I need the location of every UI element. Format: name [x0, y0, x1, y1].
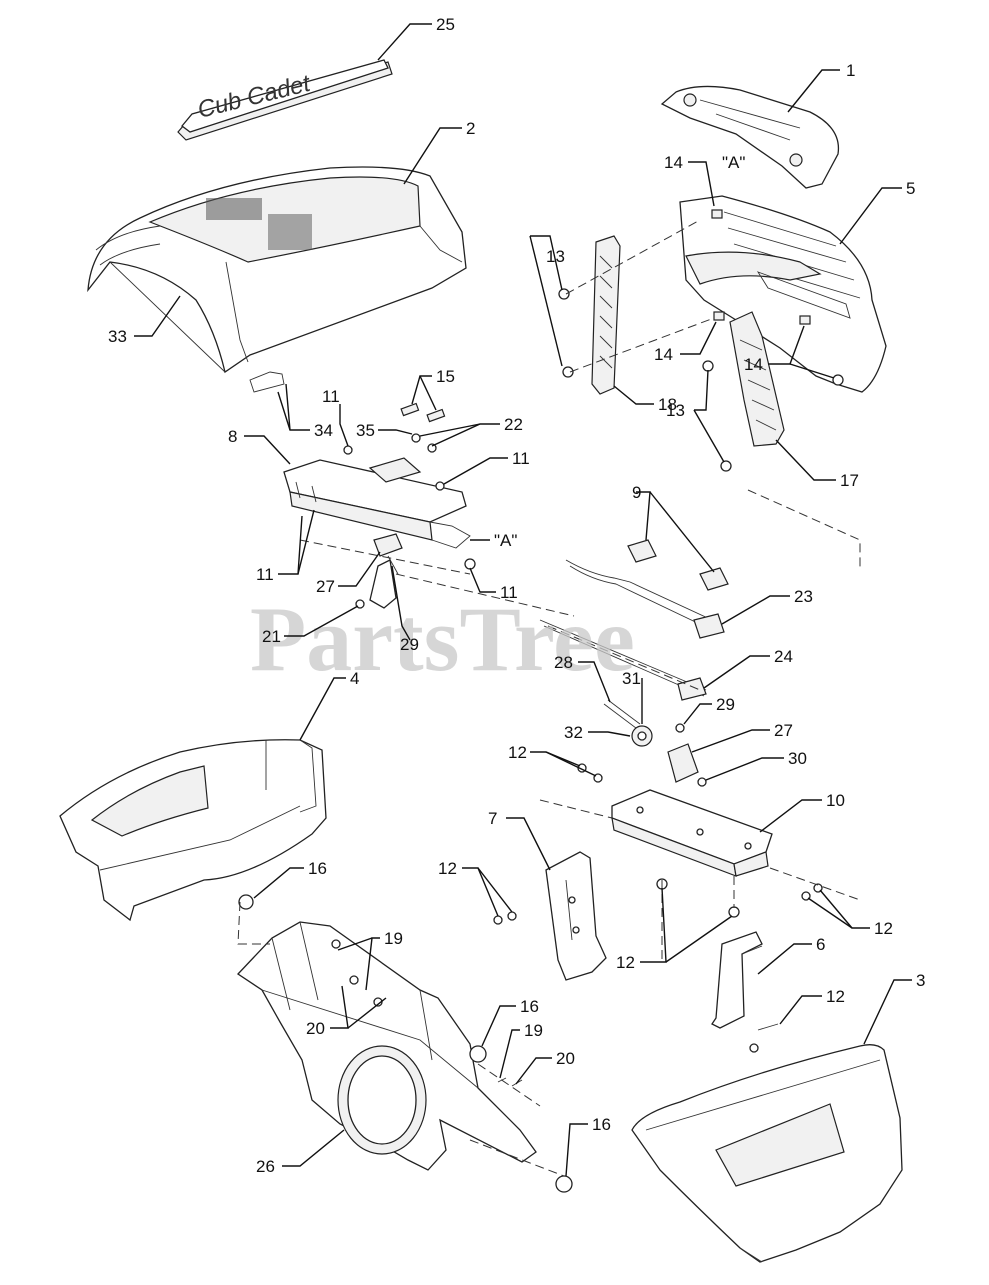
callout-8: 8 — [228, 427, 237, 446]
callout-16-left: 16 — [308, 859, 327, 878]
callout-a-mid: "A" — [494, 531, 517, 550]
callout-6: 6 — [816, 935, 825, 954]
part-side-panel-right — [631, 1044, 903, 1263]
watermark: PartsTree — [250, 588, 635, 690]
callout-4: 4 — [350, 669, 359, 688]
fasteners-upper — [558, 209, 844, 472]
callout-12-lower: 12 — [616, 953, 635, 972]
callout-21: 21 — [262, 627, 281, 646]
callout-13-left: 13 — [546, 247, 565, 266]
callout-11-hinge: 11 — [512, 449, 530, 468]
callout-13-right: 13 — [666, 401, 685, 420]
callout-labels: 25 1 2 "A" 14 5 13 33 14 14 18 15 11 34 … — [108, 15, 925, 1176]
part-bracket-6 — [711, 931, 763, 1029]
callout-20-right: 20 — [556, 1049, 575, 1068]
callout-26: 26 — [256, 1157, 275, 1176]
callout-12-mid: 12 — [438, 859, 457, 878]
callout-12-upper: 12 — [508, 743, 527, 762]
callout-25: 25 — [436, 15, 455, 34]
part-hood — [87, 166, 467, 393]
part-latch — [603, 699, 707, 787]
callout-11-top: 11 — [322, 387, 340, 406]
part-grille-trim — [660, 85, 840, 189]
callout-27-right: 27 — [774, 721, 793, 740]
part-bracket-right — [729, 311, 785, 447]
callout-24: 24 — [774, 647, 793, 666]
part-rods — [539, 539, 729, 701]
callout-1: 1 — [846, 61, 855, 80]
callout-10: 10 — [826, 791, 845, 810]
part-side-bracket — [545, 851, 607, 981]
fasteners-hinge — [343, 402, 476, 570]
callout-14-mid: 14 — [654, 345, 673, 364]
callout-29-right: 29 — [716, 695, 735, 714]
part-grille — [679, 195, 887, 393]
callout-16-bottom: 16 — [592, 1115, 611, 1134]
callout-32: 32 — [564, 723, 583, 742]
callout-17: 17 — [840, 471, 859, 490]
callout-34: 34 — [314, 421, 333, 440]
callout-14-right: 14 — [744, 355, 763, 374]
callout-35: 35 — [356, 421, 375, 440]
callout-29-left: 29 — [400, 635, 419, 654]
callout-15: 15 — [436, 367, 455, 386]
part-hinge-bracket — [283, 457, 471, 549]
callout-5: 5 — [906, 179, 915, 198]
callout-12-far-right: 12 — [874, 919, 893, 938]
leader-lines — [134, 23, 912, 1177]
callout-27-left: 27 — [316, 577, 335, 596]
part-frame — [236, 921, 537, 1171]
callout-19-right: 19 — [524, 1021, 543, 1040]
callout-30: 30 — [788, 749, 807, 768]
part-mounting-plate — [611, 789, 773, 877]
callout-31: 31 — [622, 669, 641, 688]
part-bracket-left — [591, 235, 621, 395]
assembly-lines — [237, 219, 861, 1177]
callout-2: 2 — [466, 119, 475, 138]
callout-11-left: 11 — [256, 565, 274, 584]
callout-12-bottom-right: 12 — [826, 987, 845, 1006]
callout-7: 7 — [488, 809, 497, 828]
callout-14-top: 14 — [664, 153, 683, 172]
callout-19-left: 19 — [384, 929, 403, 948]
callout-22: 22 — [504, 415, 523, 434]
part-emblem: Cub Cadet — [177, 59, 393, 141]
callout-11-right: 11 — [500, 583, 518, 602]
part-side-panel-left — [59, 739, 327, 922]
callout-33: 33 — [108, 327, 127, 346]
part-hinge-small — [355, 533, 403, 609]
callout-18: 18 — [658, 395, 677, 414]
callout-20-left: 20 — [306, 1019, 325, 1038]
callout-9: 9 — [632, 483, 641, 502]
callout-23: 23 — [794, 587, 813, 606]
callout-28: 28 — [554, 653, 573, 672]
callout-3: 3 — [916, 971, 925, 990]
callout-a-top: "A" — [722, 153, 745, 172]
callout-16-mid: 16 — [520, 997, 539, 1016]
